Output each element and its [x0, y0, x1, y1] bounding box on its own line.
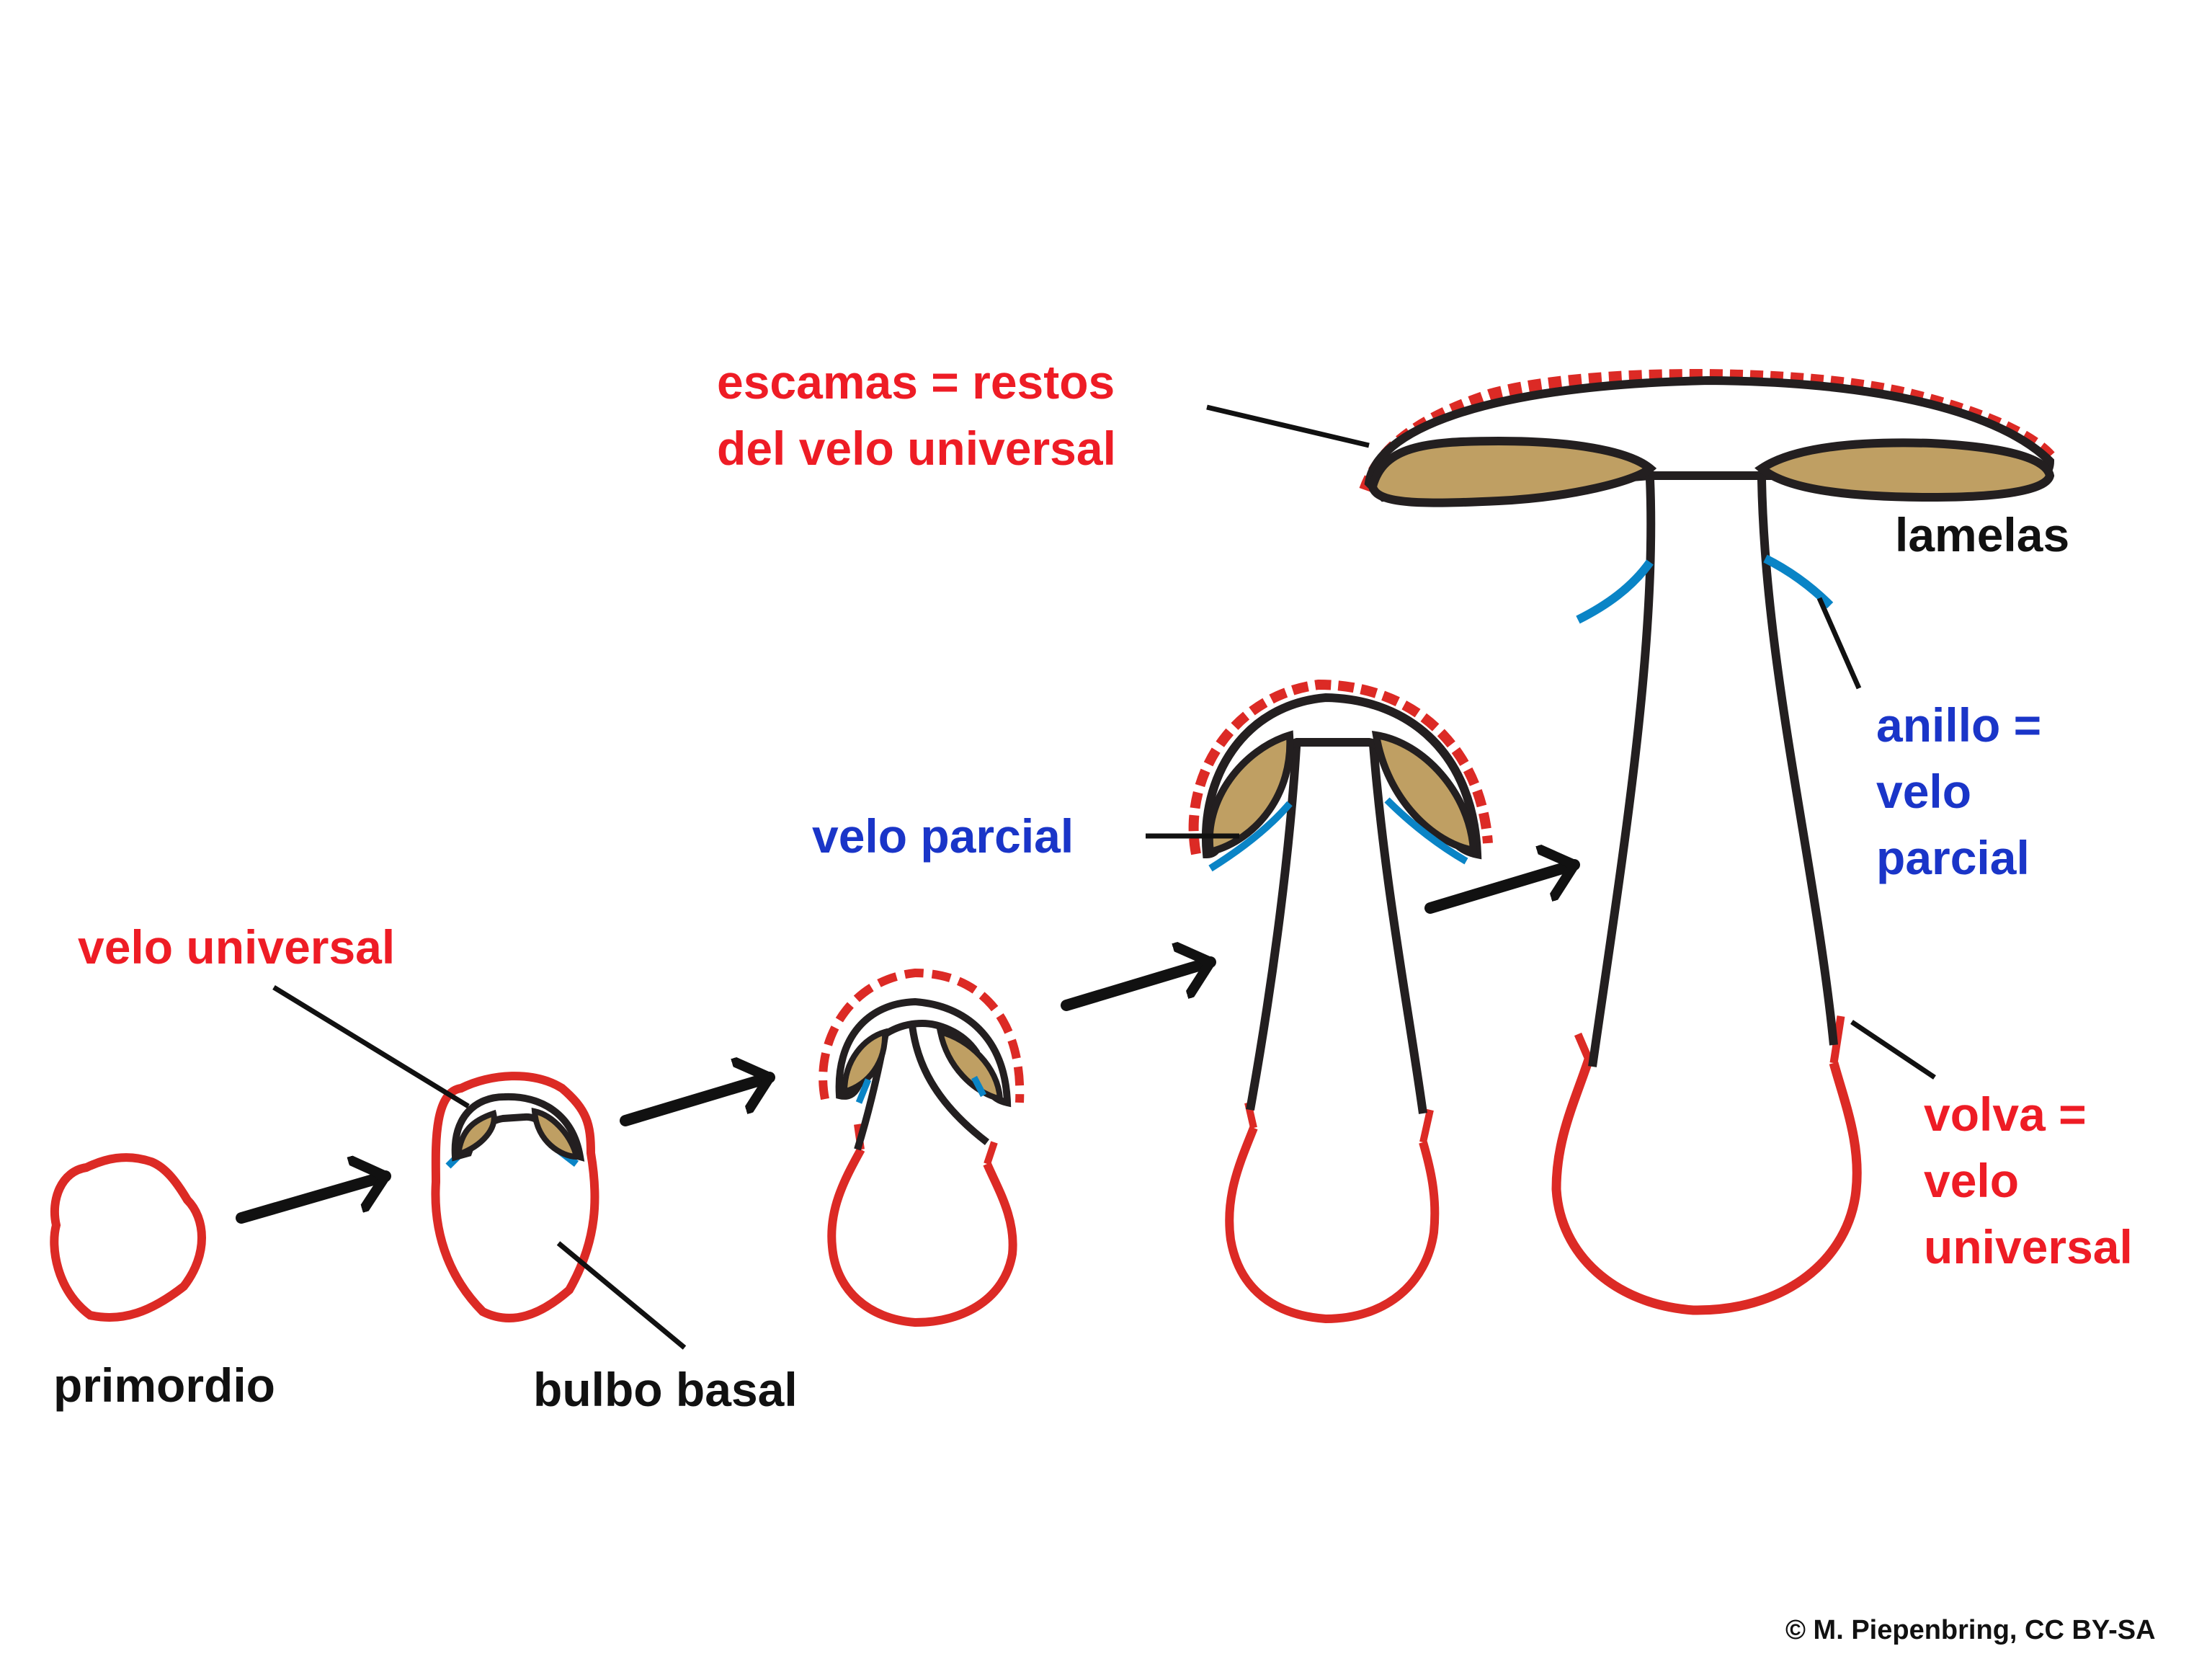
arrow-3: [1061, 962, 1216, 1011]
mature-annulus: [1576, 554, 1834, 624]
label-anillo-line-2: velo: [1876, 765, 1972, 818]
leader-bulbo-basal: [556, 1241, 687, 1350]
stage3-partial-veil: [855, 1075, 986, 1104]
stage3-veil-scales: [819, 968, 1025, 1103]
mature-right-gill: [1754, 438, 2055, 502]
leader-lines: [272, 404, 1936, 1350]
label-lamelas: lamelas: [1895, 508, 2070, 561]
primordium-outline: [50, 1153, 206, 1322]
stage4-veil-scales: [1188, 679, 1493, 855]
arrow-4: [1424, 865, 1580, 914]
stage2-right-gill: [531, 1107, 580, 1160]
leader-volva: [1850, 1020, 1936, 1080]
label-volva-line-2: velo: [1924, 1154, 2020, 1207]
mature-stipe-left: [1588, 479, 1656, 1067]
mature-left-gill: [1368, 436, 1657, 507]
leader-velo-universal: [272, 985, 470, 1108]
stage4-stipe-left: [1246, 734, 1301, 1111]
stage4-partial-veil: [1208, 797, 1468, 872]
copyright-credit: © M. Piepenbring, CC BY-SA: [1785, 1615, 2156, 1645]
stage3-bulb: [827, 1147, 1017, 1327]
label-escamas: escamas = restos del velo universal: [717, 349, 1116, 481]
arrow-1: [236, 1176, 391, 1224]
label-volva-line-3: universal: [1924, 1220, 2133, 1273]
stage2-left-gill: [455, 1109, 497, 1159]
label-escamas-line-1: escamas = restos: [717, 355, 1115, 409]
stage4-bulb: [1225, 1126, 1440, 1324]
label-primordio: primordio: [53, 1358, 275, 1412]
stage-bulbo-basal: [431, 1072, 599, 1322]
stage-4: [1188, 679, 1493, 1324]
mature-volva: [1551, 1057, 1862, 1315]
arrows: [236, 865, 1580, 1224]
leader-anillo: [1816, 597, 1862, 690]
stage4-right-gill: [1371, 731, 1478, 855]
label-anillo-line-1: anillo =: [1876, 698, 2042, 752]
label-volva: volva = velo universal: [1924, 1081, 2133, 1280]
stage3-right-gill: [936, 1028, 1004, 1103]
label-velo-parcial: velo parcial: [812, 809, 1074, 863]
label-bulbo-basal: bulbo basal: [533, 1363, 798, 1416]
stage-mature: [1359, 369, 2059, 1315]
label-escamas-line-2: del velo universal: [717, 422, 1116, 475]
stage4-stipe-right: [1368, 734, 1427, 1114]
arrow-2: [620, 1077, 775, 1126]
label-anillo-line-3: parcial: [1876, 831, 2030, 884]
label-volva-line-1: volva =: [1924, 1088, 2087, 1141]
label-velo-universal: velo universal: [78, 920, 396, 974]
stage4-left-gill: [1205, 730, 1294, 857]
mature-volva-lips: [1574, 1015, 1845, 1064]
label-anillo: anillo = velo parcial: [1876, 692, 2041, 891]
stage-3: [819, 968, 1025, 1327]
leader-escamas: [1206, 404, 1370, 448]
stage-primordio: [50, 1153, 206, 1322]
